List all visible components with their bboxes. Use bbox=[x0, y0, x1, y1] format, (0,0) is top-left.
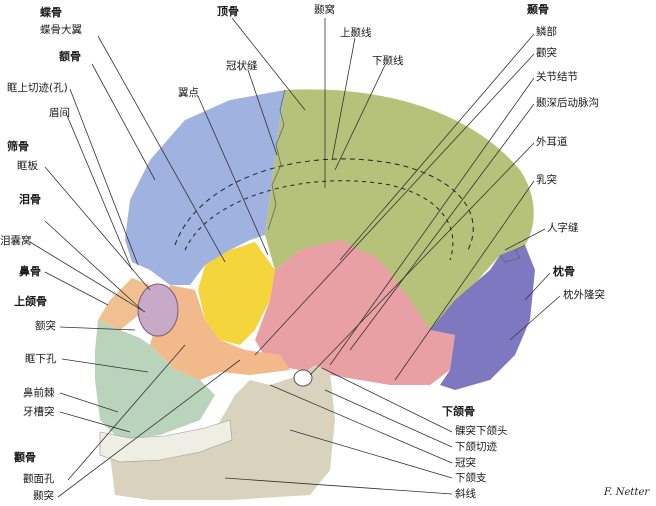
label-squamous-part: 鳞部 bbox=[536, 26, 557, 38]
label-nasal: 鼻骨 bbox=[19, 265, 41, 278]
label-mastoid-process: 乳突 bbox=[536, 174, 557, 186]
label-frontal: 额骨 bbox=[59, 50, 81, 63]
label-lacrimal-fossa: 泪囊窝 bbox=[0, 235, 32, 247]
label-ramus: 下颌支 bbox=[455, 472, 487, 484]
label-ethmoid: 筛骨 bbox=[7, 140, 29, 153]
label-superior-temporal-line: 上颞线 bbox=[340, 27, 372, 39]
label-anterior-nasal-spine: 鼻前棘 bbox=[23, 387, 55, 399]
label-glabella: 眉间 bbox=[49, 107, 70, 119]
label-occipital: 枕骨 bbox=[553, 265, 575, 278]
label-zygomatic-process: 颧突 bbox=[536, 47, 557, 59]
label-alveolar-process: 牙槽突 bbox=[23, 406, 55, 418]
label-mandible: 下颌骨 bbox=[442, 405, 475, 418]
label-external-acoustic-meatus: 外耳道 bbox=[536, 136, 568, 148]
frontal-bone bbox=[125, 90, 285, 285]
label-articular-tubercle: 关节结节 bbox=[536, 71, 578, 83]
label-external-occipital-protuberance: 枕外隆突 bbox=[563, 289, 605, 301]
nasal-bone bbox=[98, 278, 150, 330]
label-zygomatic: 颧骨 bbox=[14, 451, 36, 464]
orbit bbox=[137, 283, 179, 337]
ear-canal bbox=[293, 369, 313, 387]
inferior-temporal-line bbox=[184, 180, 454, 261]
parietal-bone bbox=[265, 89, 534, 330]
label-mandibular-notch: 下颌切迹 bbox=[455, 441, 497, 453]
label-oblique-line: 斜线 bbox=[455, 488, 476, 500]
label-lacrimal: 泪骨 bbox=[19, 193, 41, 206]
label-infraorbital-foramen: 眶下孔 bbox=[25, 353, 57, 365]
label-supraorbital-notch: 眶上切迹(孔) bbox=[7, 82, 68, 94]
label-maxilla: 上颌骨 bbox=[14, 295, 47, 308]
label-zygomaticofacial-foramen: 颧面孔 bbox=[23, 473, 55, 485]
label-sphenoid: 蝶骨 bbox=[40, 6, 62, 19]
label-temporal-process: 颞突 bbox=[33, 490, 54, 502]
label-coronal-suture: 冠状缝 bbox=[226, 60, 258, 72]
label-greater-wing: 蝶骨大翼 bbox=[40, 24, 82, 36]
label-parietal: 顶骨 bbox=[217, 5, 239, 18]
label-pterion: 翼点 bbox=[178, 87, 199, 99]
teeth bbox=[99, 419, 233, 463]
signature: F. Netter bbox=[604, 487, 650, 498]
leader-lines bbox=[29, 17, 561, 498]
label-lambdoid-suture: 人字缝 bbox=[547, 222, 579, 234]
label-orbital-plate: 眶板 bbox=[17, 160, 38, 172]
occipital-bone bbox=[430, 245, 535, 390]
label-groove-deep-temporal-artery: 颞深后动脉沟 bbox=[536, 97, 599, 109]
superior-temporal-line bbox=[174, 158, 474, 251]
label-frontal-process: 额突 bbox=[35, 320, 56, 332]
label-coronoid-process: 冠突 bbox=[455, 457, 476, 469]
label-inferior-temporal-line: 下颞线 bbox=[372, 55, 404, 67]
label-condylar-process: 髁突下颌头 bbox=[455, 425, 508, 437]
label-temporal: 颞骨 bbox=[527, 3, 549, 16]
temporal-bone bbox=[255, 240, 455, 385]
lambdoid-suture bbox=[499, 244, 526, 263]
coronal-suture bbox=[267, 89, 286, 231]
zygomatic-bone bbox=[150, 285, 290, 380]
label-temporal-fossa: 颞窝 bbox=[314, 4, 335, 16]
greater-wing-bone bbox=[198, 242, 275, 345]
